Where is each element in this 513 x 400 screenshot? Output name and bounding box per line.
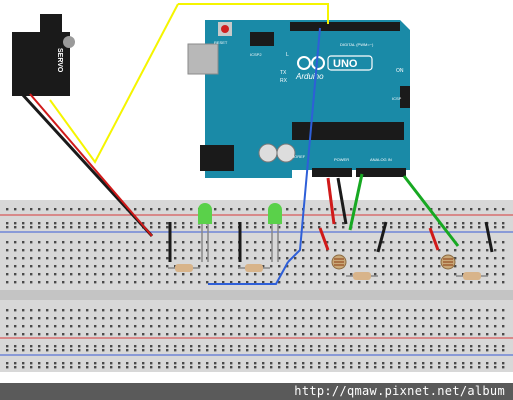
black-wire-3 (376, 221, 388, 253)
model-label: UNO (333, 58, 358, 70)
power-header (312, 168, 352, 177)
ioref-label: IOREF (293, 154, 306, 159)
servo-label: SERVO (56, 48, 63, 73)
tx-label: TX (280, 70, 287, 76)
arduino-board: RESET ICSP2 DIGITAL (PWM=~) L TX RX Ardu… (187, 20, 410, 178)
on-label: ON (396, 68, 404, 74)
resistor-1 (168, 264, 200, 272)
capacitor-1 (258, 143, 278, 163)
icsp-label: ICSP (392, 96, 402, 101)
black-wire-gnd (336, 177, 348, 225)
rx-label: RX (280, 78, 288, 84)
black-wire-4 (484, 221, 494, 253)
red-wire-1 (318, 227, 330, 251)
digital-header (290, 22, 400, 31)
breadboard-body (0, 200, 513, 372)
blue-wire-bottom (208, 261, 289, 285)
reset-label: RESET (214, 40, 228, 45)
reset-button-cap (221, 25, 229, 33)
servo-red-wire (29, 93, 153, 237)
led-1 (198, 203, 212, 262)
servo-body (12, 32, 70, 96)
resistor-2 (238, 264, 270, 272)
usb-port (187, 43, 219, 75)
yellow-wire-servo (49, 3, 179, 164)
watermark-bar: http://qmaw.pixnet.net/album (0, 383, 513, 400)
red-wire-2 (428, 227, 440, 251)
power-label: POWER (334, 157, 349, 162)
led-2 (268, 203, 282, 262)
center-channel (0, 290, 513, 300)
green-wire-a0 (348, 173, 364, 231)
capacitor-2 (276, 143, 296, 163)
red-wire-5v (326, 177, 336, 225)
resistor-3 (346, 272, 378, 280)
photoresistor-2 (440, 254, 456, 270)
servo-mount-top (40, 14, 62, 36)
wires (20, 3, 494, 285)
servo-horn (63, 36, 75, 48)
board-pcb (205, 20, 410, 178)
power-jack (200, 145, 234, 171)
icsp-header (400, 86, 410, 108)
green-wire-a1 (402, 175, 460, 247)
icsp2-header (250, 32, 274, 46)
servo-motor: SERVO (12, 14, 75, 96)
blue-wire (287, 27, 321, 263)
atmega-chip (292, 122, 404, 140)
analog-header (356, 168, 406, 177)
uno-badge (327, 55, 373, 71)
brand-label: Arduino (295, 72, 324, 81)
servo-black-wire (20, 92, 154, 238)
analog-label: ANALOG IN (370, 157, 392, 162)
icsp2-label: ICSP2 (250, 52, 262, 57)
breadboard (0, 200, 513, 372)
photoresistor-1 (331, 254, 347, 270)
l-led-label: L (286, 52, 289, 58)
resistor-4 (456, 272, 488, 280)
digital-label: DIGITAL (PWM=~) (340, 42, 374, 47)
yellow-wire-top (178, 3, 329, 24)
watermark-url: http://qmaw.pixnet.net/album (294, 384, 505, 398)
